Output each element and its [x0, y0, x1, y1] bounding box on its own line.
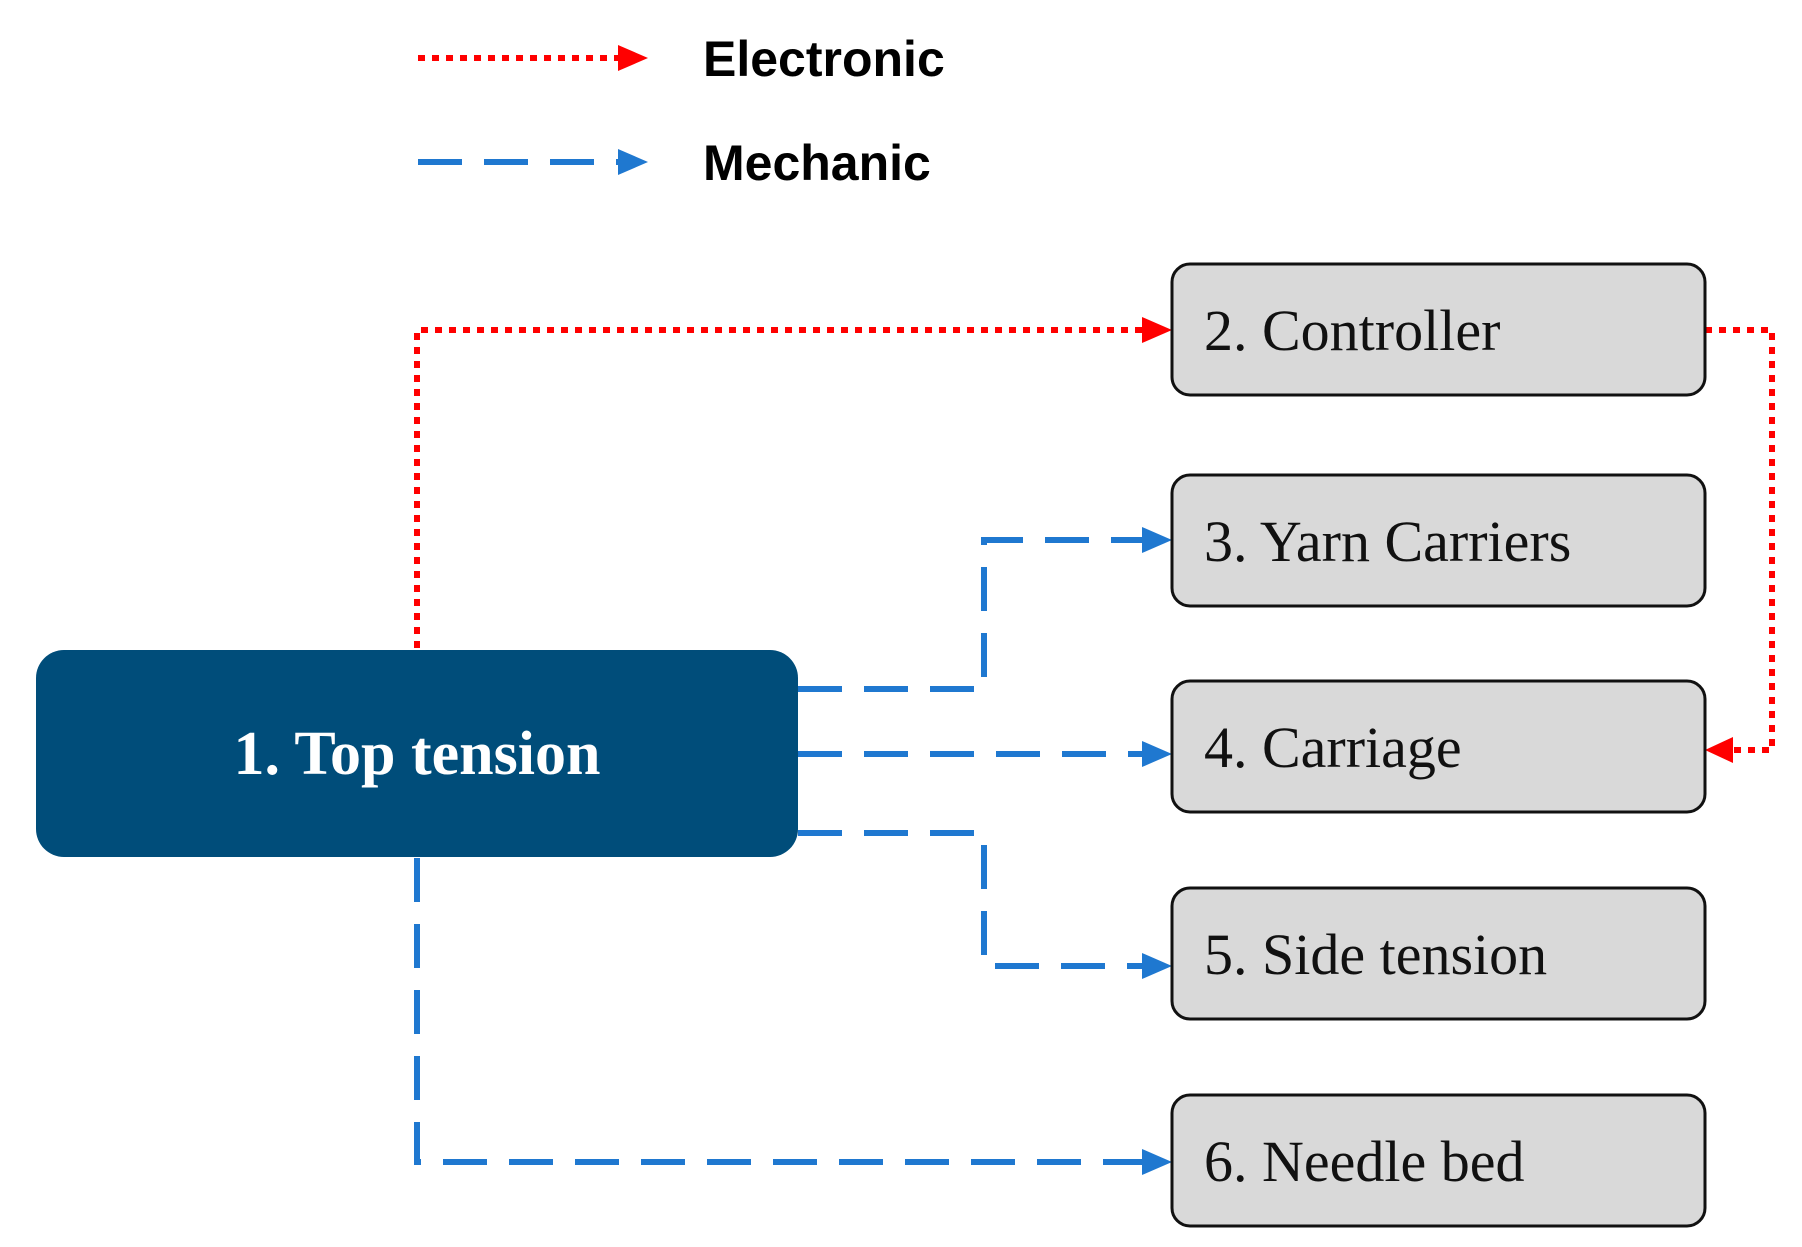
arrowhead-carriage-mechanic — [1142, 741, 1172, 767]
legend-electronic-label: Electronic — [703, 31, 945, 87]
carriage-box — [1170, 679, 1707, 814]
node-carriage: 4. Carriage — [1170, 679, 1707, 814]
legend: Electronic Mechanic — [418, 31, 945, 191]
side-tension-label: 5. Side tension — [1204, 922, 1547, 987]
top-tension-box — [36, 650, 798, 857]
legend-electronic-arrowhead — [618, 45, 648, 71]
edge-top-tension-to-yarn-carriers — [798, 537, 1142, 692]
node-controller: 2. Controller — [1170, 262, 1707, 397]
edge-top-tension-to-needle-bed — [414, 858, 1142, 1165]
needle-bed-label: 6. Needle bed — [1204, 1129, 1524, 1194]
arrowhead-yarn-carriers — [1142, 527, 1172, 553]
node-side-tension: 5. Side tension — [1170, 886, 1707, 1021]
legend-mechanic-arrowhead — [618, 149, 648, 175]
node-top-tension: 1. Top tension — [36, 650, 798, 857]
controller-label: 2. Controller — [1204, 298, 1500, 363]
node-needle-bed: 6. Needle bed — [1170, 1093, 1707, 1228]
edge-controller-to-carriage — [1705, 327, 1775, 753]
edge-top-tension-to-controller — [414, 327, 1142, 648]
arrowhead-carriage-electronic — [1705, 737, 1733, 763]
yarn-carriers-label: 3. Yarn Carriers — [1204, 509, 1571, 574]
carriage-label: 4. Carriage — [1204, 715, 1462, 780]
arrowhead-needle-bed — [1142, 1149, 1172, 1175]
side-tension-box — [1170, 886, 1707, 1021]
legend-mechanic-label: Mechanic — [703, 135, 931, 191]
edge-top-tension-to-side-tension — [798, 830, 1142, 969]
connectors — [414, 317, 1775, 1175]
top-tension-label: 1. Top tension — [233, 720, 600, 788]
controller-box — [1170, 262, 1707, 397]
yarn-carriers-box — [1170, 473, 1707, 608]
arrowhead-controller — [1142, 317, 1172, 343]
node-yarn-carriers: 3. Yarn Carriers — [1170, 473, 1707, 608]
arrowhead-side-tension — [1142, 953, 1172, 979]
needle-bed-box — [1170, 1093, 1707, 1228]
